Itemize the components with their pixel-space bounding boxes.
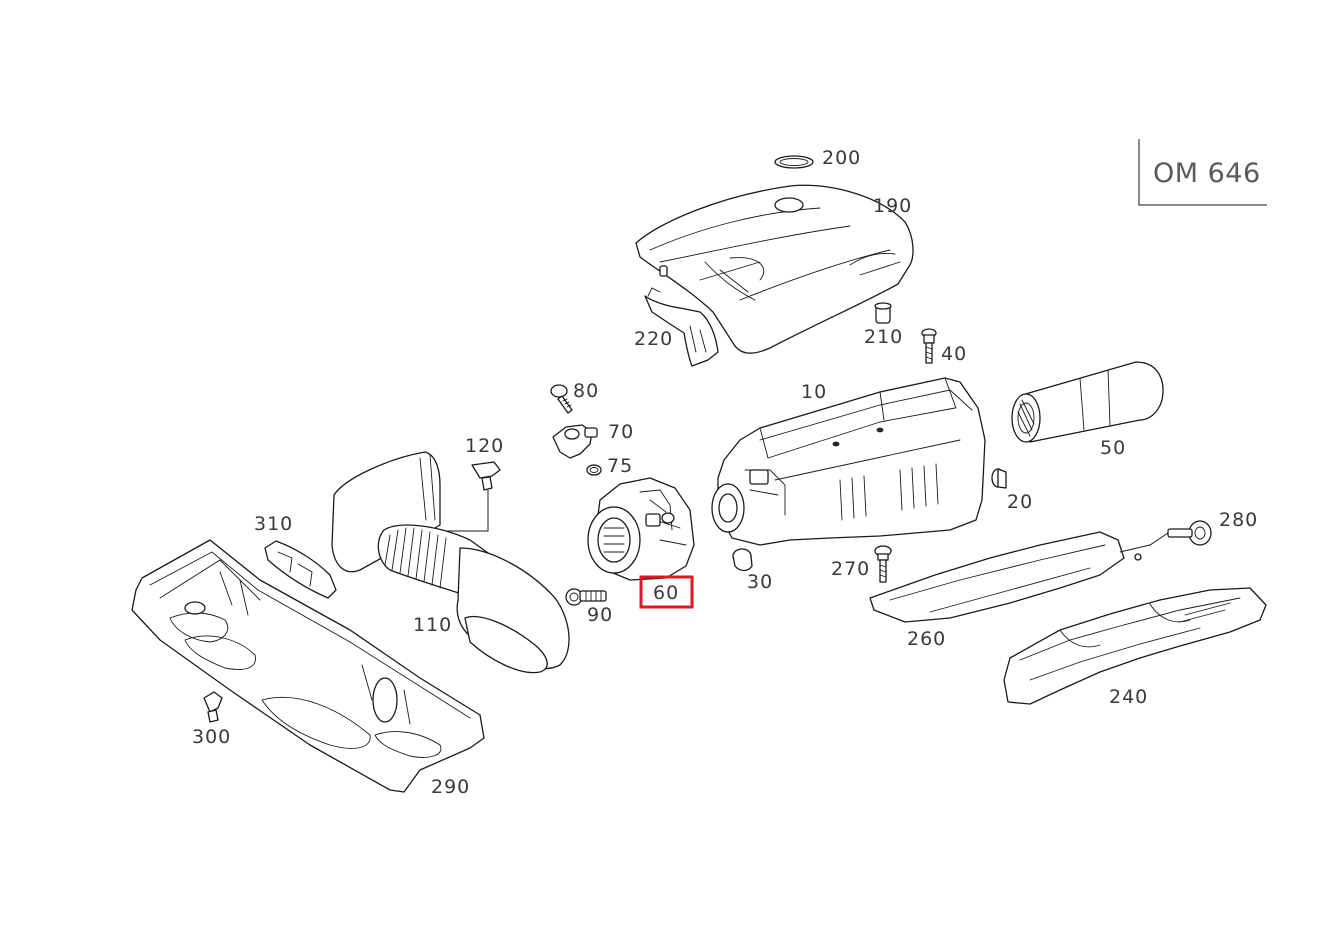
part-300-illustration[interactable] [203,691,223,723]
part-190-illustration[interactable] [635,184,914,354]
part-labels: 200 190 220 210 40 80 10 70 50 120 75 20… [192,147,1258,798]
part-70-illustration[interactable] [552,424,598,459]
label-220[interactable]: 220 [634,328,673,350]
part-310-illustration[interactable] [264,540,337,599]
label-90[interactable]: 90 [587,604,613,626]
label-300[interactable]: 300 [192,726,231,748]
label-210[interactable]: 210 [864,326,903,348]
part-60-illustration[interactable] [587,477,695,581]
label-10[interactable]: 10 [801,381,827,403]
part-20-illustration[interactable] [991,468,1007,489]
label-70[interactable]: 70 [608,421,634,443]
label-40[interactable]: 40 [941,343,967,365]
label-200[interactable]: 200 [822,147,861,169]
label-20[interactable]: 20 [1007,491,1033,513]
part-210-illustration[interactable] [874,302,892,324]
part-110-illustration[interactable] [331,451,570,674]
model-label: OM 646 [1153,158,1261,189]
model-box-border [1138,139,1267,206]
part-90-illustration[interactable] [565,588,607,606]
label-110[interactable]: 110 [413,614,452,636]
label-75[interactable]: 75 [607,455,633,477]
label-270[interactable]: 270 [831,558,870,580]
label-240[interactable]: 240 [1109,686,1148,708]
selected-part-highlight [639,575,694,609]
label-190[interactable]: 190 [873,195,912,217]
part-120-illustration[interactable] [430,461,501,532]
part-80-illustration[interactable] [550,384,573,414]
part-50-illustration[interactable] [1011,361,1164,443]
label-30[interactable]: 30 [747,571,773,593]
part-40-illustration[interactable] [921,328,937,364]
part-30-illustration[interactable] [732,548,753,572]
part-200-illustration[interactable] [774,155,814,169]
label-280[interactable]: 280 [1219,509,1258,531]
label-80[interactable]: 80 [573,380,599,402]
label-50[interactable]: 50 [1100,437,1126,459]
part-75-illustration[interactable] [586,464,602,476]
part-260-illustration[interactable] [869,531,1169,623]
part-10-illustration[interactable] [711,377,986,546]
label-60[interactable]: 60 [653,582,679,604]
model-designation: OM 646 [1138,139,1267,206]
part-270-illustration[interactable] [874,545,892,583]
part-290-illustration[interactable] [131,539,485,793]
label-260[interactable]: 260 [907,628,946,650]
label-290[interactable]: 290 [431,776,470,798]
part-240-illustration[interactable] [1003,587,1267,705]
label-120[interactable]: 120 [465,435,504,457]
part-280-illustration[interactable] [1167,520,1212,546]
part-220-illustration[interactable] [644,287,719,367]
label-310[interactable]: 310 [254,513,293,535]
